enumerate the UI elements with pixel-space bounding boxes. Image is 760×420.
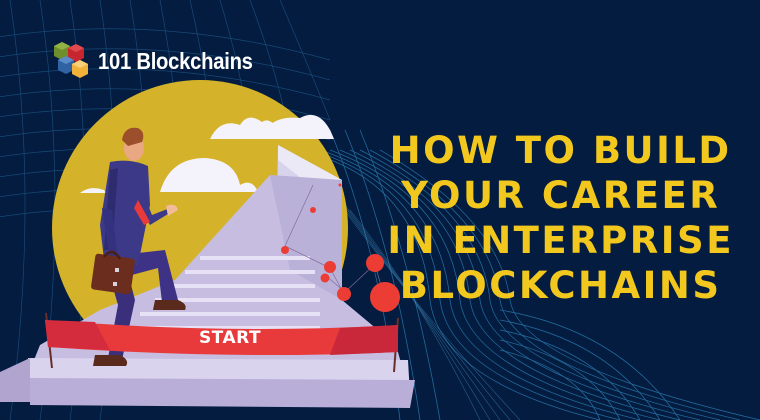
businessman-figure (91, 127, 186, 366)
briefcase (91, 253, 135, 295)
stacked-cubes-logo-icon (54, 42, 88, 78)
brand-name: 101 Blockchains (98, 47, 253, 74)
start-ribbon-label: START (198, 328, 262, 348)
brand-logo[interactable]: 101 Blockchains (50, 40, 274, 82)
headline-line-2: YOUR CAREER (401, 174, 721, 217)
clouds (80, 114, 334, 193)
start-ribbon (45, 312, 399, 373)
headline: HOW TO BUILD YOUR CAREER IN ENTERPRISE B… (387, 128, 734, 308)
headline-line-4: BLOCKCHAINS (399, 264, 722, 307)
headline-line-3: IN ENTERPRISE (387, 219, 734, 262)
headline-line-1: HOW TO BUILD (389, 129, 732, 172)
